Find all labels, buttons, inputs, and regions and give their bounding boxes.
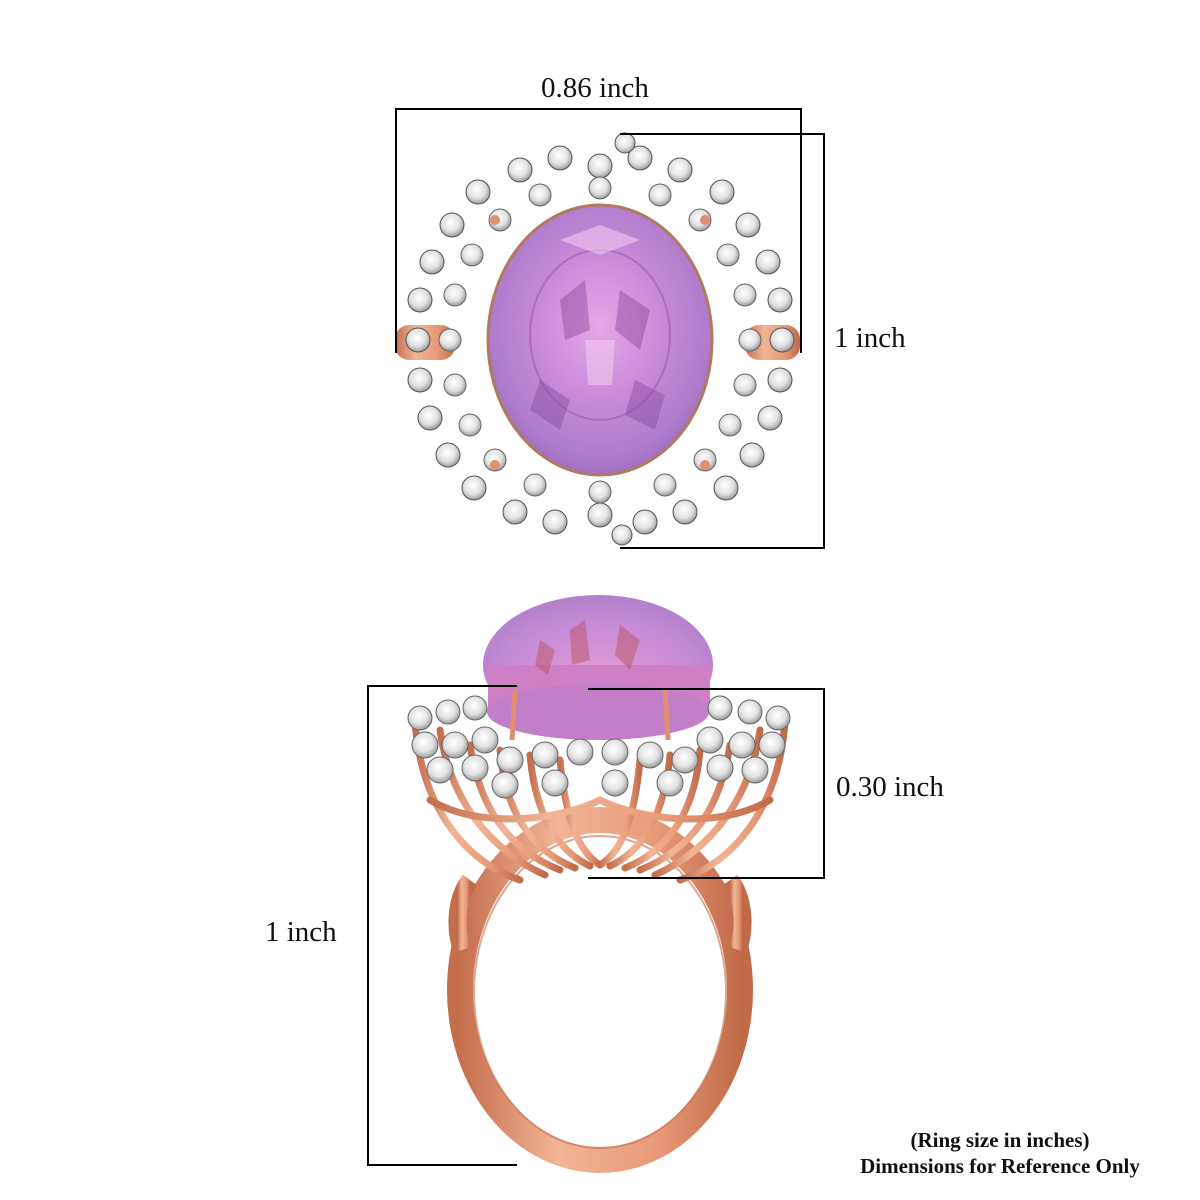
ring-size-unit-note: (Ring size in inches) — [910, 1128, 1090, 1152]
side-height-label: 1 inch — [265, 916, 337, 948]
reference-note: (Ring size in inches) Dimensions for Ref… — [820, 1127, 1180, 1179]
top-width-label: 0.86 inch — [541, 72, 649, 104]
setting-height-label: 0.30 inch — [836, 771, 944, 803]
top-height-label: 1 inch — [834, 322, 906, 354]
side-view-ring — [407, 595, 791, 1173]
top-view-ring — [395, 132, 800, 546]
reference-disclaimer: Dimensions for Reference Only — [860, 1154, 1140, 1178]
top-height-bracket — [620, 133, 825, 549]
setting-height-bracket — [588, 688, 825, 879]
side-height-bracket — [367, 685, 517, 1166]
top-width-bracket — [395, 108, 802, 353]
